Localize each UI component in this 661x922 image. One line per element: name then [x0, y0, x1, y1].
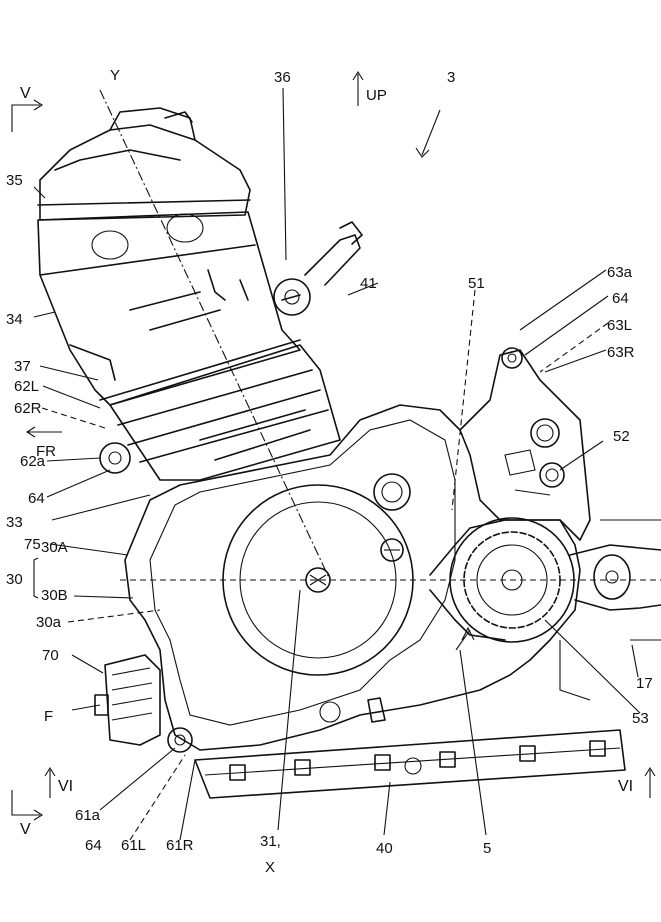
label-35: 35 [6, 172, 23, 189]
cylinder-axis-y [99, 89, 331, 581]
label-30: 30 [6, 571, 23, 588]
label-62L: 62L [14, 378, 39, 395]
section-vi-left-arrow [44, 766, 56, 798]
label-40: 40 [376, 840, 393, 857]
section-v-top-arrow [11, 99, 44, 132]
label-63L: 63L [607, 317, 632, 334]
label-61a: 61a [75, 807, 101, 824]
ref-3-arrow [415, 109, 441, 158]
label-63R: 63R [607, 344, 635, 361]
section-v-bottom-arrow [11, 790, 44, 821]
generator-cover [222, 473, 414, 676]
label-37: 37 [14, 358, 31, 375]
engine-hanger-bracket [459, 347, 591, 541]
label-61R: 61R [166, 837, 194, 854]
drive-sprocket [449, 517, 575, 643]
label-64-bottom: 64 [85, 837, 102, 854]
label-Y: Y [110, 67, 120, 84]
label-62R: 62R [14, 400, 42, 417]
label-X: X [265, 859, 275, 876]
label-30-brace [33, 557, 39, 599]
label-31: 31, [260, 833, 281, 850]
cylinder-block [109, 344, 341, 481]
label-63a: 63a [607, 264, 633, 281]
reference-labels: 3 5 17 30 30A 30B 30a 31, X Y 33 34 35 3… [6, 67, 653, 876]
label-75: 75 [24, 536, 41, 553]
label-33: 33 [6, 514, 23, 531]
label-V-bottom: V [20, 821, 31, 838]
label-53: 53 [632, 710, 649, 727]
label-17: 17 [636, 675, 653, 692]
label-V-top: V [20, 85, 31, 102]
direction-arrows [11, 70, 656, 821]
section-vi-right-arrow [644, 766, 656, 798]
label-30A: 30A [41, 539, 68, 556]
label-3: 3 [447, 69, 455, 86]
label-51: 51 [468, 275, 485, 292]
label-41: 41 [360, 275, 377, 292]
front-lower-mount [167, 727, 193, 753]
cylinder-head [37, 211, 301, 406]
label-30B: 30B [41, 587, 68, 604]
label-5: 5 [483, 840, 491, 857]
oil-filter [94, 654, 161, 746]
crankcase [124, 404, 581, 751]
label-64-left: 64 [28, 490, 45, 507]
label-62a: 62a [20, 453, 46, 470]
label-52: 52 [613, 428, 630, 445]
leader-lines [33, 87, 641, 841]
spark-plug-unit [273, 221, 363, 316]
label-34: 34 [6, 311, 23, 328]
label-F: F [44, 708, 53, 725]
label-61L: 61L [121, 837, 146, 854]
label-36: 36 [274, 69, 291, 86]
cylinder-head-cover [37, 107, 251, 221]
drive-chain [429, 519, 506, 641]
front-upper-mount [99, 442, 131, 474]
label-VI-left: VI [58, 778, 73, 795]
label-UP: UP [366, 87, 387, 104]
rear-mount-arm [559, 519, 661, 701]
label-FR: FR [36, 443, 56, 460]
oil-pan [194, 697, 626, 799]
label-64-top: 64 [612, 290, 629, 307]
label-70: 70 [42, 647, 59, 664]
label-30a: 30a [36, 614, 62, 631]
label-VI-right: VI [618, 778, 633, 795]
